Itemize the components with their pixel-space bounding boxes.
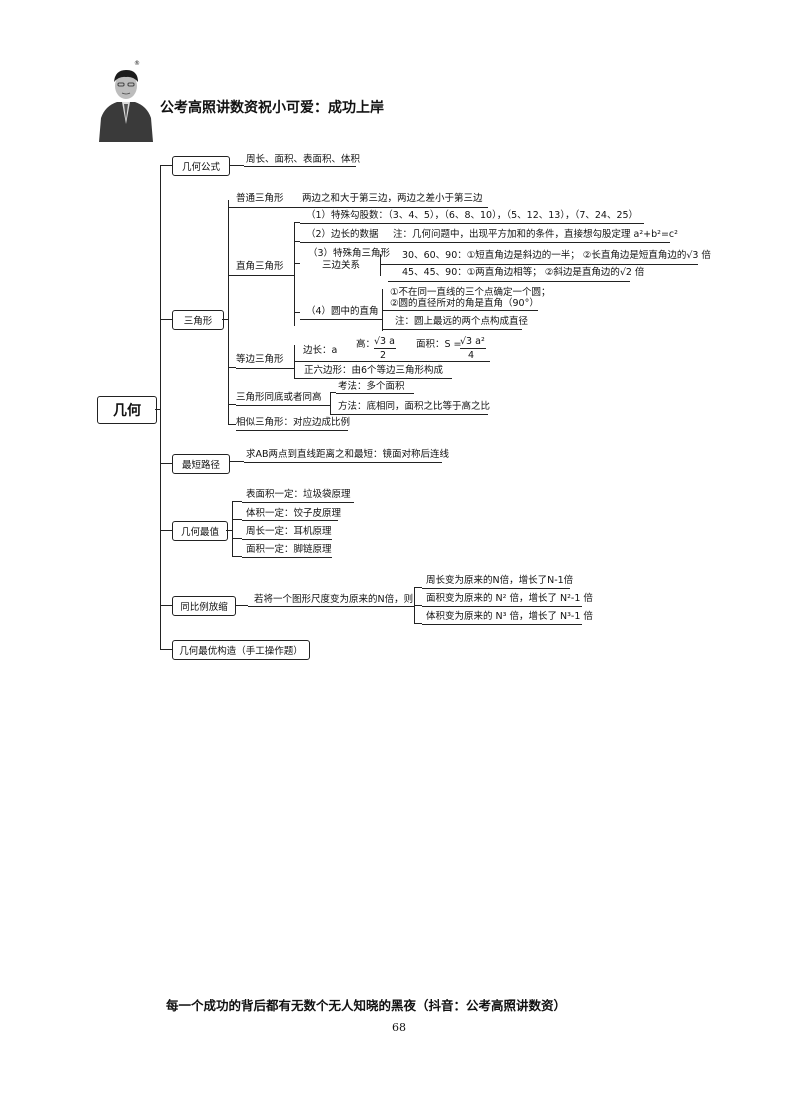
page-number: 68 — [392, 1021, 406, 1034]
equilateral-area-denominator: 4 — [468, 350, 475, 361]
angle-45-45-90: 45、45、90：①两直角边相等； ②斜边是直角边的√2 倍 — [402, 267, 645, 278]
shortest-path-rule: 求AB两点到直线距离之和最短：镜面对称后连线 — [246, 449, 450, 460]
circle-fact-1: ①不在同一直线的三个点确定一个圆； — [390, 287, 551, 298]
root-connector — [155, 409, 160, 411]
scaling-rule: 若将一个图形尺度变为原来的N倍，则 — [254, 594, 414, 605]
branch-triangle: 三角形 — [172, 310, 224, 330]
right-triangle-spine — [294, 222, 296, 326]
same-base-height-label: 三角形同底或者同高 — [236, 392, 322, 403]
circle-fact-2: ②圆的直径所对的角是直角（90°） — [390, 298, 539, 309]
scaling-perimeter: 周长变为原来的N倍，增长了N-1倍 — [426, 575, 574, 586]
equilateral-height-label: 高： — [356, 339, 376, 350]
root-node: 几何 — [97, 396, 157, 424]
angle-30-60-90: 30、60、90：①短直角边是斜边的一半； ②长直角边是短直角边的√3 倍 — [402, 250, 711, 261]
right-triangle-label: 直角三角形 — [236, 261, 284, 272]
side-data-label: （2）边长的数据 — [306, 229, 379, 240]
same-height-method: 方法：底相同，面积之比等于高之比 — [338, 401, 491, 412]
branch-optimal-construction: 几何最优构造（手工操作题） — [172, 640, 310, 660]
extrema-item-2: 体积一定：饺子皮原理 — [246, 508, 342, 519]
scaling-volume: 体积变为原来的 N³ 倍，增长了 N³-1 倍 — [426, 611, 593, 622]
equilateral-height-denominator: 2 — [380, 350, 387, 361]
pythagorean-triples: （1）特殊勾股数：（3、4、5），（6、8、10），（5、12、13），（7、2… — [306, 210, 639, 221]
equilateral-height-numerator: √3 a — [374, 336, 395, 347]
trademark-mark: ® — [134, 60, 140, 67]
side-data-note: 注：几何问题中，出现平方加和的条件，直接想勾股定理 a²+b²=c² — [393, 229, 678, 240]
extrema-item-4: 面积一定：脚链原理 — [246, 544, 332, 555]
branch-shortest-path: 最短路径 — [172, 454, 230, 474]
main-spine — [160, 165, 162, 649]
similar-triangle: 相似三角形：对应边成比例 — [236, 417, 351, 428]
equilateral-label: 等边三角形 — [236, 354, 284, 365]
same-height-exam: 考法：多个面积 — [338, 381, 405, 392]
special-angle-label-2: 三边关系 — [322, 260, 361, 271]
triangle-spine — [228, 200, 230, 424]
extrema-item-1: 表面积一定：垃圾袋原理 — [246, 489, 351, 500]
branch-geometry-extrema: 几何最值 — [172, 521, 228, 541]
extrema-item-3: 周长一定：耳机原理 — [246, 526, 332, 537]
hexagon-rule: 正六边形：由6个等边三角形构成 — [304, 365, 444, 376]
general-triangle-label: 普通三角形 — [236, 193, 284, 204]
scaling-area: 面积变为原来的 N² 倍，增长了 N²-1 倍 — [426, 593, 593, 604]
author-avatar — [95, 62, 157, 142]
equilateral-area-label: 面积：S = — [416, 339, 462, 350]
branch-proportional-scaling: 同比例放缩 — [172, 596, 236, 616]
special-angle-label: （3）特殊角三角形 — [308, 248, 391, 259]
circle-note: 注：圆上最远的两个点构成直径 — [395, 316, 529, 327]
circle-right-angle-label: （4）圆中的直角 — [306, 306, 379, 317]
page-title: 公考高照讲数资祝小可爱：成功上岸 — [160, 100, 384, 116]
branch-geometry-formula: 几何公式 — [172, 156, 230, 176]
formula-items: 周长、面积、表面积、体积 — [246, 154, 361, 165]
footer-slogan: 每一个成功的背后都有无数个无人知晓的黑夜（抖音：公考高照讲数资） — [166, 998, 567, 1013]
general-triangle-rule: 两边之和大于第三边，两边之差小于第三边 — [302, 193, 483, 204]
equilateral-area-numerator: √3 a² — [460, 336, 485, 347]
equilateral-side: 边长：a — [303, 345, 338, 356]
